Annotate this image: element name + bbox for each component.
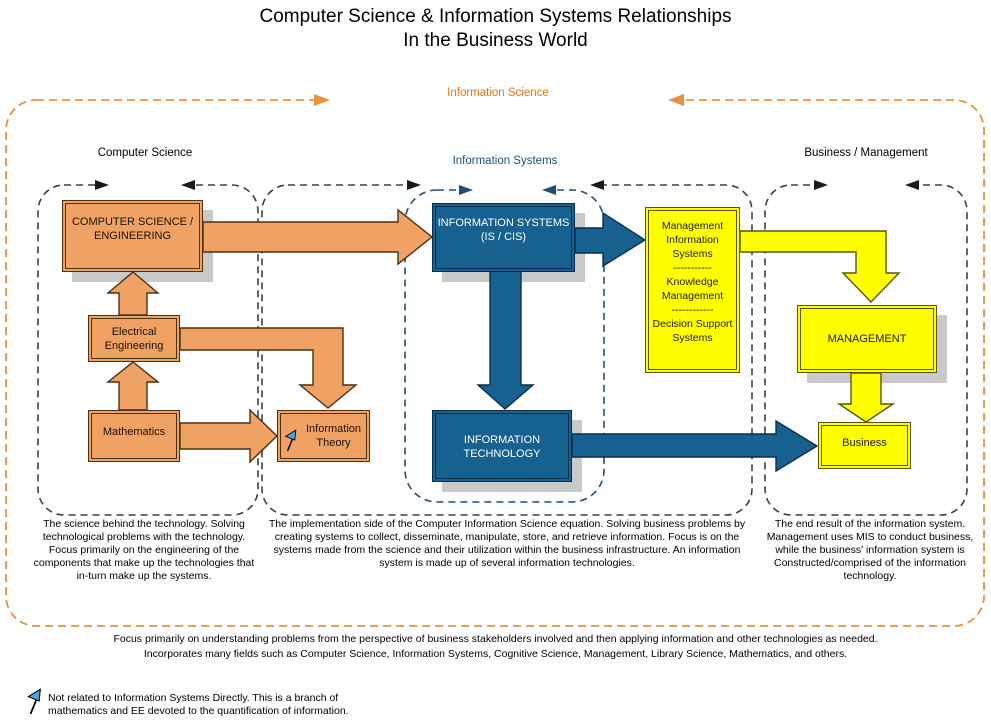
label-computer-science: Computer Science xyxy=(97,147,193,159)
arrow-is-to-it xyxy=(476,267,535,410)
box-electrical-engineering: Electrical Engineering xyxy=(88,315,180,362)
box-label: Business xyxy=(842,436,887,449)
box-mis-km-dss: Management Information Systems ---------… xyxy=(645,207,740,373)
arrow-ee-to-information-theory xyxy=(179,327,358,409)
arrow-ee-to-cse xyxy=(106,271,160,316)
footnote-information-theory: Not related to Information Systems Direc… xyxy=(48,692,349,717)
gap-patch xyxy=(326,93,672,106)
page-title: Computer Science & Information Systems R… xyxy=(0,5,991,53)
page-title-line1: Computer Science & Information Systems R… xyxy=(259,6,732,27)
box-label: Electrical Engineering xyxy=(104,325,164,352)
frame-arrowhead-right-icon xyxy=(814,180,828,190)
mis-line: Systems xyxy=(672,248,713,260)
frame-arrowhead-right-icon xyxy=(459,185,473,195)
information-science-focus-line1: Focus primarily on understanding problem… xyxy=(113,633,878,645)
description-business-management: The end result of the information system… xyxy=(766,518,974,582)
box-label: COMPUTER SCIENCE / ENGINEERING xyxy=(71,216,193,242)
frame-arrowhead-right-icon xyxy=(314,94,330,106)
box-information-theory: Information Theory xyxy=(277,410,370,462)
box-label: INFORMATION SYSTEMS (IS / CIS) xyxy=(437,217,570,243)
mis-line: Management xyxy=(661,220,724,232)
mis-line: Systems xyxy=(672,332,713,344)
mis-separator: ------------ xyxy=(671,304,714,316)
arrow-it-to-business xyxy=(571,419,819,473)
box-information-systems: INFORMATION SYSTEMS (IS / CIS) xyxy=(432,203,575,272)
gap-patch xyxy=(105,178,185,191)
gap-patch xyxy=(824,178,909,191)
frame-arrowhead-left-icon xyxy=(668,94,684,106)
box-information-technology: INFORMATION TECHNOLOGY xyxy=(432,410,572,482)
flag-icon xyxy=(27,688,42,715)
arrow-math-to-ee xyxy=(106,361,160,411)
frame-arrowhead-left-icon xyxy=(905,180,919,190)
frame-arrowhead-right-icon xyxy=(95,180,109,190)
flag-icon xyxy=(284,429,297,452)
information-science-focus-line2: Incorporates many fields such as Compute… xyxy=(143,648,848,660)
frame-arrowhead-left-icon xyxy=(590,180,604,190)
information-systems-inner-frame xyxy=(404,189,605,503)
description-information-systems: The implementation side of the Computer … xyxy=(268,518,746,569)
mis-line: Information xyxy=(666,234,719,246)
box-mathematics: Mathematics xyxy=(88,410,180,462)
box-label: INFORMATION TECHNOLOGY xyxy=(463,434,541,460)
frame-arrowhead-left-icon xyxy=(542,185,556,195)
arrow-is-to-mis xyxy=(574,211,647,268)
mis-line: Knowledge xyxy=(666,276,719,288)
label-business-management: Business / Management xyxy=(804,147,928,159)
box-label: Information Theory xyxy=(305,423,362,449)
box-computer-science-engineering: COMPUTER SCIENCE / ENGINEERING xyxy=(62,200,203,272)
frame-arrowhead-right-icon xyxy=(407,180,421,190)
arrow-management-to-business xyxy=(836,372,896,423)
arrow-cse-to-is xyxy=(202,208,434,266)
gap-patch xyxy=(469,184,546,196)
label-information-science: Information Science xyxy=(447,87,549,99)
mis-line: Decision Support xyxy=(652,318,733,330)
frame-arrowhead-left-icon xyxy=(181,180,195,190)
arrow-mis-to-management xyxy=(739,230,901,304)
box-label: Mathematics xyxy=(102,426,166,438)
mis-separator: ----------- xyxy=(673,262,712,274)
box-business: Business xyxy=(818,422,911,469)
page-title-line2: In the Business World xyxy=(403,30,588,51)
box-management: MANAGEMENT xyxy=(797,305,937,373)
label-information-systems: Information Systems xyxy=(452,155,558,167)
box-label: MANAGEMENT xyxy=(827,333,907,345)
description-computer-science: The science behind the technology. Solvi… xyxy=(33,518,255,582)
mis-line: Management xyxy=(661,290,724,302)
arrow-math-to-information-theory xyxy=(179,408,279,464)
